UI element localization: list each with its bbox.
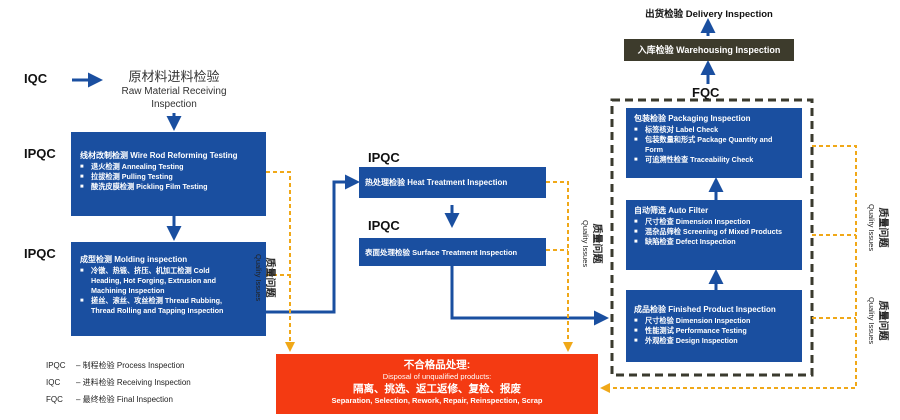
- heat-treatment-box: 热处理检验 Heat Treatment Inspection: [359, 167, 546, 198]
- finished-product-box: 成品检验 Finished Product Inspection 尺寸检验 Di…: [626, 290, 802, 362]
- legend-code: IQC: [46, 378, 61, 387]
- raw-material-node: 原材料进料检验 Raw Material Receiving Inspectio…: [112, 66, 236, 111]
- legend-row-iqc: IQC – 进料检验 Receiving Inspection: [46, 377, 191, 388]
- packaging-item: 包装数量和形式 Package Quantity and Form: [634, 135, 785, 155]
- packaging-box: 包装检验 Packaging Inspection 标签核对 Label Che…: [626, 108, 802, 178]
- quality-issues-label: 质量问题 Quality Issues: [580, 220, 602, 267]
- legend-text: – 制程检验 Process Inspection: [76, 361, 185, 370]
- fqc-frame: [610, 98, 814, 377]
- iqc-label: IQC: [24, 71, 48, 86]
- quality-issues-zh: 质量问题: [264, 257, 275, 298]
- quality-issues-label: 质量问题 Quality Issues: [253, 254, 275, 301]
- delivery-label: 出货检验 Delivery Inspection: [645, 9, 773, 20]
- auto-filter-box: 自动筛选 Auto Filter 尺寸检查 Dimension Inspecti…: [626, 200, 802, 270]
- legend-text: – 最终检验 Final Inspection: [76, 395, 173, 404]
- quality-path-fqc: [600, 145, 857, 393]
- auto-filter-item: 混杂品筛检 Screening of Mixed Products: [634, 227, 790, 237]
- quality-issues-en: Quality Issues: [581, 220, 590, 268]
- quality-issues-zh: 质量问题: [877, 300, 888, 341]
- wire-rod-title: 线材改制检测 Wire Rod Reforming Testing: [80, 151, 238, 160]
- quality-issues-label: 质量问题 Quality Issues: [866, 204, 888, 251]
- packaging-title: 包装检验 Packaging Inspection: [634, 114, 751, 123]
- wire-rod-item: 拉拔检测 Pulling Testing: [80, 172, 260, 182]
- legend-row-ipqc: IPQC – 制程检验 Process Inspection: [46, 360, 184, 371]
- disposal-box: 不合格品处理: Disposal of unqualified products…: [276, 354, 598, 414]
- raw-material-en: Raw Material Receiving Inspection: [121, 86, 227, 110]
- quality-path-heat: [546, 181, 573, 352]
- auto-filter-item: 尺寸检查 Dimension Inspection: [634, 217, 797, 227]
- legend-code: FQC: [46, 395, 63, 404]
- wire-rod-item: 退火检测 Annealing Testing: [80, 162, 260, 172]
- quality-issues-zh: 质量问题: [877, 207, 888, 248]
- surface-treatment-title: 表面处理检验 Surface Treatment Inspection: [365, 248, 518, 257]
- raw-material-zh: 原材料进料检验: [128, 69, 220, 84]
- fqc-label: FQC: [692, 85, 720, 100]
- legend-row-fqc: FQC – 最终检验 Final Inspection: [46, 394, 173, 405]
- arrow-surface-to-finished: [450, 265, 609, 326]
- finished-product-item: 外观检查 Design Inspection: [634, 336, 797, 346]
- warehousing-box: 入库检验 Warehousing Inspection: [624, 39, 794, 61]
- molding-item: 搓丝、滚丝、攻丝检测 Thread Rubbing, Thread Rollin…: [80, 296, 241, 316]
- arrow-molding-to-heat: [266, 174, 360, 314]
- finished-product-item: 性能测试 Performance Testing: [634, 326, 797, 336]
- quality-issues-zh: 质量问题: [591, 223, 602, 264]
- heat-treatment-title: 热处理检验 Heat Treatment Inspection: [365, 178, 508, 187]
- quality-path-wire: [266, 171, 295, 352]
- ipqc-label-heat: IPQC: [368, 150, 400, 165]
- wire-rod-box: 线材改制检测 Wire Rod Reforming Testing 退火检测 A…: [71, 132, 266, 216]
- ipqc-label-surface: IPQC: [368, 218, 400, 233]
- quality-issues-en: Quality Issues: [867, 204, 876, 252]
- auto-filter-item: 缺陷检查 Defect Inspection: [634, 237, 797, 247]
- packaging-item: 可追溯性检查 Traceability Check: [634, 155, 797, 165]
- ipqc-label-wire: IPQC: [24, 146, 56, 161]
- quality-issues-en: Quality Issues: [254, 254, 263, 302]
- finished-product-item: 尺寸检验 Dimension Inspection: [634, 316, 797, 326]
- quality-issues-en: Quality Issues: [867, 297, 876, 345]
- legend-text: – 进料检验 Receiving Inspection: [76, 378, 191, 387]
- disposal-en-title: Disposal of unqualified products:: [382, 372, 492, 381]
- packaging-item: 标签核对 Label Check: [634, 125, 797, 135]
- molding-title: 成型检测 Molding inspection: [80, 255, 188, 264]
- surface-treatment-box: 表面处理检验 Surface Treatment Inspection: [359, 238, 546, 266]
- molding-box: 成型检测 Molding inspection 冷镦、热锻、挤压、机加工检测 C…: [71, 242, 266, 336]
- disposal-en-actions: Separation, Selection, Rework, Repair, R…: [331, 396, 543, 405]
- molding-item: 冷镦、热锻、挤压、机加工检测 Cold Heading, Hot Forging…: [80, 266, 241, 296]
- auto-filter-title: 自动筛选 Auto Filter: [634, 206, 709, 215]
- disposal-zh-title: 不合格品处理:: [403, 359, 471, 371]
- disposal-zh-actions: 隔离、挑选、返工返修、复检、报废: [353, 383, 521, 395]
- finished-product-title: 成品检验 Finished Product Inspection: [634, 305, 776, 314]
- legend-code: IPQC: [46, 361, 66, 370]
- quality-issues-label: 质量问题 Quality Issues: [866, 297, 888, 344]
- wire-rod-item: 酸洗皮膜检测 Pickling Film Testing: [80, 182, 260, 192]
- ipqc-label-molding: IPQC: [24, 246, 56, 261]
